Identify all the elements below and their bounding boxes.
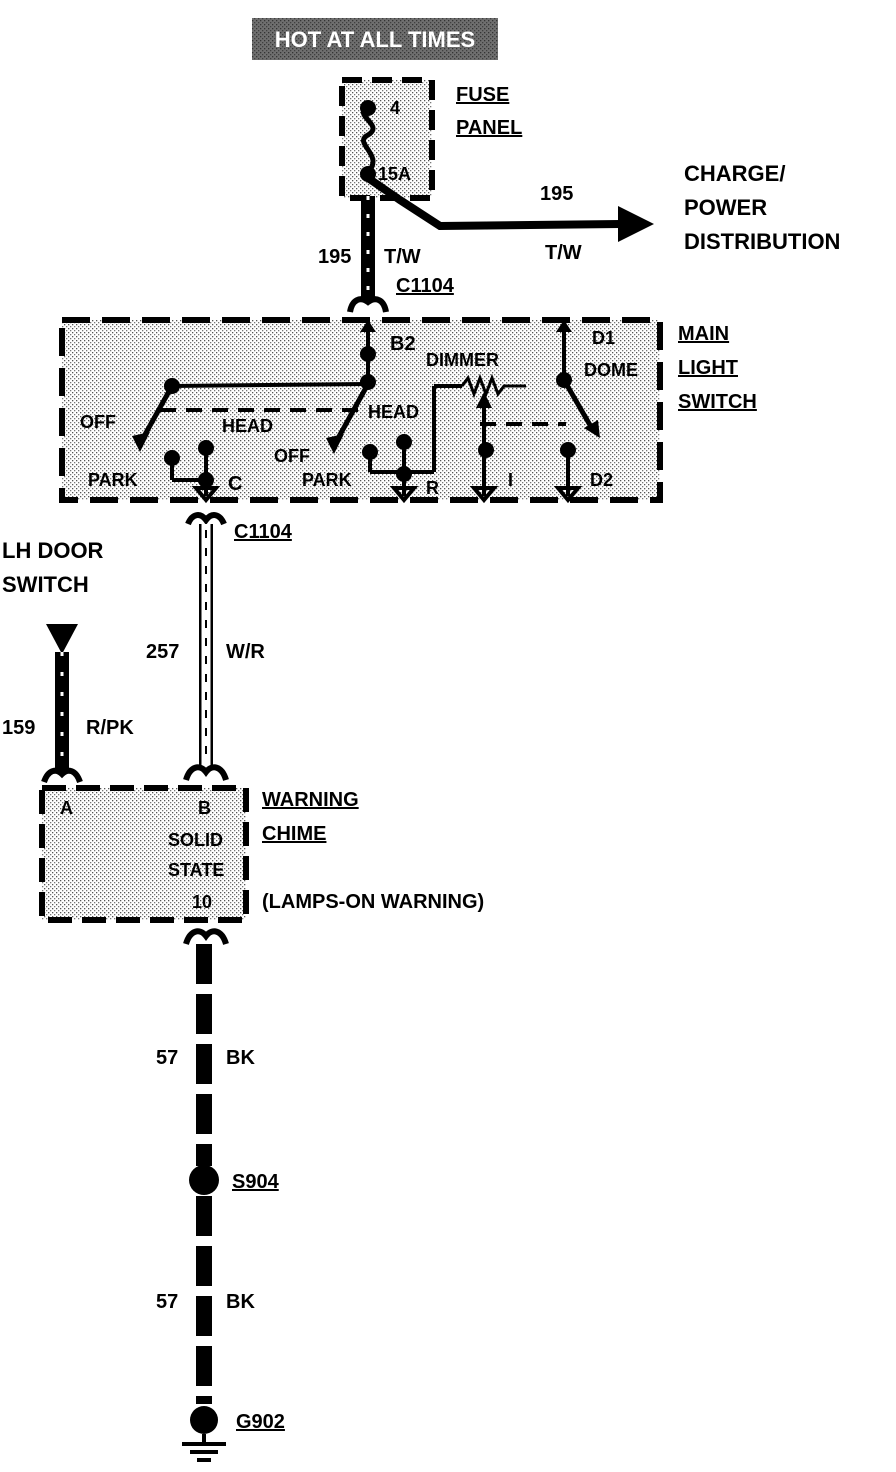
chime-pin-10: 10: [192, 892, 212, 912]
switch-head-mid: HEAD: [368, 402, 419, 422]
splice-s904-label: S904: [232, 1171, 280, 1193]
switch-off-left: OFF: [80, 412, 116, 432]
hot-label: HOT AT ALL TIMES: [275, 27, 475, 52]
switch-r: R: [426, 478, 439, 498]
switch-d2: D2: [590, 470, 613, 490]
main-light-switch: [59, 317, 663, 504]
wire-257-color: W/R: [226, 641, 265, 663]
chime-pin-b: B: [198, 798, 211, 818]
ground-g902-dot: [190, 1406, 218, 1434]
wire-195-tw: [347, 196, 389, 313]
warning-chime-label-1: WARNING: [262, 789, 359, 811]
wire-159-rpk: [41, 624, 83, 784]
wire-159-color: R/PK: [86, 717, 134, 739]
wire-195-color: T/W: [384, 246, 421, 268]
warning-chime-note: (LAMPS-ON WARNING): [262, 891, 484, 913]
charge-power-color: T/W: [545, 242, 582, 264]
main-light-switch-label-1: MAIN: [678, 323, 729, 345]
switch-dome: DOME: [584, 360, 638, 380]
main-light-switch-label-3: SWITCH: [678, 391, 757, 413]
wire-57-lower-circuit: 57: [156, 1291, 178, 1313]
charge-power-label-2: POWER: [684, 195, 767, 220]
splice-s904-dot: [189, 1165, 219, 1195]
switch-b2: B2: [390, 333, 416, 355]
wire-57-upper-circuit: 57: [156, 1047, 178, 1069]
chime-pin-a: A: [60, 798, 73, 818]
fuse-panel-label-1: FUSE: [456, 84, 509, 106]
charge-power-label-1: CHARGE/: [684, 161, 785, 186]
switch-dimmer: DIMMER: [426, 350, 499, 370]
hot-at-all-times-banner: HOT AT ALL TIMES: [252, 18, 498, 60]
lh-door-switch-label-2: SWITCH: [2, 572, 89, 597]
chime-state: STATE: [168, 860, 224, 880]
wire-57-bk: [182, 928, 229, 1462]
connector-c1104-bottom: C1104: [234, 521, 293, 543]
wire-159-circuit: 159: [2, 717, 35, 739]
fuse-panel-label-2: PANEL: [456, 117, 522, 139]
fuse-panel: 4 15A: [339, 77, 435, 201]
fuse-number: 4: [390, 98, 400, 118]
warning-chime-label-2: CHIME: [262, 823, 326, 845]
fuse-rating: 15A: [378, 164, 411, 184]
dimmer-resistor: [460, 373, 526, 399]
lh-door-switch-terminal: [46, 624, 78, 654]
charge-power-label-3: DISTRIBUTION: [684, 229, 840, 254]
lh-door-switch-label-1: LH DOOR: [2, 538, 104, 563]
wire-257-wr: [183, 512, 229, 782]
charge-power-circuit: 195: [540, 183, 573, 205]
chime-solid: SOLID: [168, 830, 223, 850]
connector-c1104-top: C1104: [396, 275, 455, 297]
wire-57-lower-color: BK: [226, 1291, 255, 1313]
wire-57-upper-color: BK: [226, 1047, 255, 1069]
charge-power-wire: [365, 174, 654, 242]
switch-park-mid: PARK: [302, 470, 352, 490]
switch-i: I: [508, 470, 513, 490]
main-light-switch-label-2: LIGHT: [678, 357, 738, 379]
wire-257-circuit: 257: [146, 641, 179, 663]
switch-park-left: PARK: [88, 470, 138, 490]
switch-head-left: HEAD: [222, 416, 273, 436]
wire-195-circuit: 195: [318, 246, 351, 268]
switch-c: C: [228, 473, 242, 495]
switch-off-mid: OFF: [274, 446, 310, 466]
ground-g902-label: G902: [236, 1411, 285, 1433]
switch-d1: D1: [592, 328, 615, 348]
warning-chime: [39, 785, 249, 923]
